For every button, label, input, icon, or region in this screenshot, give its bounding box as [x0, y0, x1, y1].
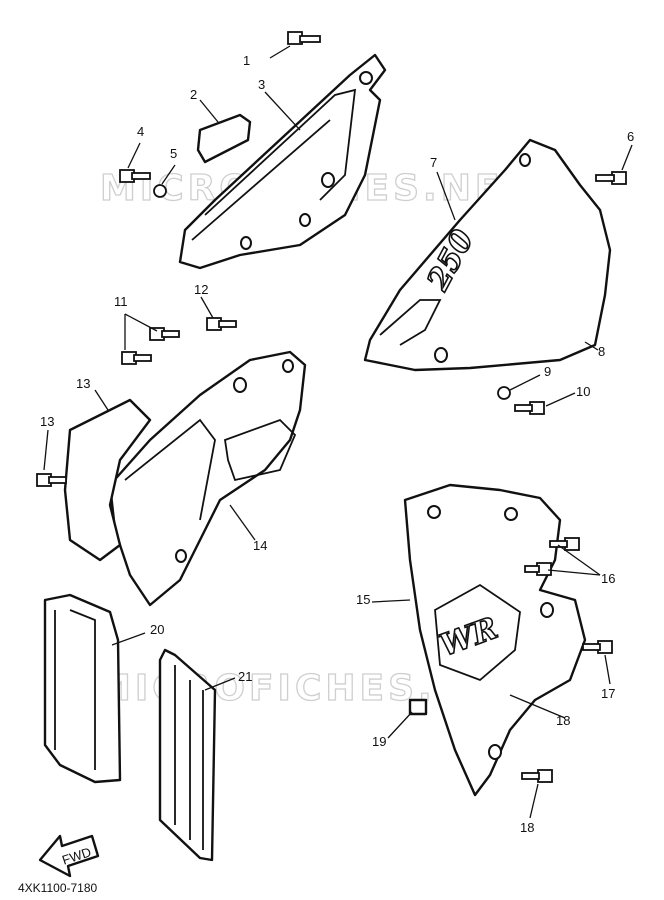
bolt-14	[521, 769, 553, 783]
bolt-13b	[524, 562, 552, 576]
callout-17: 13	[76, 376, 90, 391]
callout-12: 18	[556, 713, 570, 728]
bolt-13c	[582, 640, 613, 654]
part-6-side-cover	[178, 53, 387, 270]
callout-4: 9	[544, 364, 551, 379]
callout-5: 6	[627, 129, 634, 144]
bolt-5	[595, 171, 627, 185]
callout-8: 4	[137, 124, 144, 139]
callout-6: 3	[258, 77, 265, 92]
part-16-side-cover	[108, 350, 307, 607]
diagram-code: 4XK1100-7180	[18, 881, 98, 895]
callout-7: 2	[190, 87, 197, 102]
nut-9	[153, 184, 167, 198]
bolt-18c	[206, 317, 237, 331]
callout-21: 19	[372, 734, 386, 749]
callout-18b: 12	[194, 282, 208, 297]
bolt-19	[36, 473, 67, 487]
callout-10: 1	[243, 53, 250, 68]
fwd-arrow: FWD	[38, 834, 100, 878]
part-15-louver	[158, 648, 217, 862]
callout-13b: 17	[601, 686, 615, 701]
part-7-pad	[196, 113, 252, 164]
part-21-clip	[408, 698, 428, 716]
callout-3: 10	[576, 384, 590, 399]
nut-4	[497, 386, 511, 400]
callout-11: 15	[356, 592, 370, 607]
callout-14: 18	[520, 820, 534, 835]
part-11-shroud: WR	[403, 483, 587, 797]
part-1-number-plate: 250	[363, 138, 612, 372]
part-17-panel	[63, 398, 152, 562]
callout-15: 21	[238, 669, 252, 684]
bolt-10	[287, 31, 321, 45]
bolt-18a	[149, 327, 180, 341]
bolt-13a	[549, 537, 580, 551]
part-20-radiator-guard	[43, 593, 122, 784]
bolt-3	[514, 401, 545, 415]
callout-2: 7	[430, 155, 437, 170]
callout-19: 13	[40, 414, 54, 429]
callout-18a: 11	[114, 294, 128, 309]
callout-13a: 16	[601, 571, 615, 586]
bolt-8	[119, 169, 151, 183]
callout-9: 5	[170, 146, 177, 161]
leader-lines	[43, 45, 633, 819]
callout-1: 8	[598, 344, 605, 359]
bolt-18b	[121, 351, 152, 365]
callout-20: 20	[150, 622, 164, 637]
callout-16: 14	[253, 538, 267, 553]
